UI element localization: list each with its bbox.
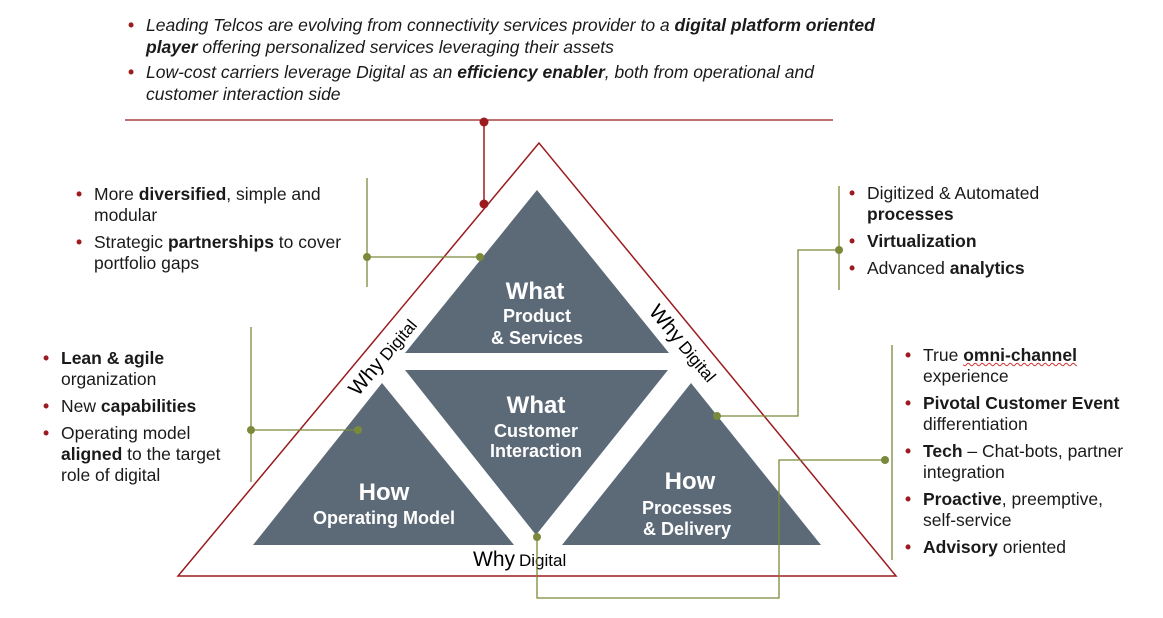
top-apex-dot <box>479 199 489 209</box>
left-top-list: More diversified, simple and modular Str… <box>76 184 366 280</box>
triangle-how-operating <box>253 383 514 545</box>
right-mid-bullet-3: Tech – Chat-bots, partner integration <box>905 441 1135 483</box>
what-customer-title: What <box>507 392 566 419</box>
right-mid-bullet-4: Proactive, preemptive, self-service <box>905 489 1135 531</box>
dot-right-mid-outer <box>881 456 889 464</box>
right-top-list: Digitized & Automated processes Virtuali… <box>849 183 1089 285</box>
dot-right-top-outer <box>835 246 843 254</box>
right-top-bullet-1: Digitized & Automated processes <box>849 183 1089 225</box>
left-mid-list: Lean & agile organization New capabiliti… <box>43 348 248 492</box>
right-mid-list: True omni-channel experience Pivotal Cus… <box>905 345 1135 564</box>
right-mid-bullet-1: True omni-channel experience <box>905 345 1135 387</box>
top-summary: Leading Telcos are evolving from connect… <box>128 14 888 108</box>
what-product-line1: Product <box>503 306 571 326</box>
dot-left-mid-inner <box>354 426 362 434</box>
connector-right-mid <box>536 459 885 599</box>
right-mid-bullet-5: Advisory oriented <box>905 537 1135 558</box>
how-operating-line1: Operating Model <box>313 508 455 528</box>
left-top-bullet-2: Strategic partnerships to cover portfoli… <box>76 232 366 274</box>
top-bullet-2: Low-cost carriers leverage Digital as an… <box>128 61 888 105</box>
right-top-bullet-2: Virtualization <box>849 231 1089 252</box>
connector-right-top <box>717 249 839 417</box>
dot-left-top-inner <box>476 253 484 261</box>
right-mid-bullet-2: Pivotal Customer Event differentiation <box>905 393 1135 435</box>
triangle-what-customer <box>405 370 668 535</box>
top-bullet-1: Leading Telcos are evolving from connect… <box>128 14 888 58</box>
dot-right-mid-inner <box>533 533 541 541</box>
what-customer-line1: Customer <box>494 421 578 441</box>
how-processes-title: How <box>665 468 716 495</box>
left-mid-bullet-1: Lean & agile organization <box>43 348 248 390</box>
how-operating-title: How <box>359 479 410 506</box>
left-mid-bullet-2: New capabilities <box>43 396 248 417</box>
top-rule-dot <box>479 117 489 127</box>
dot-right-top-inner <box>713 412 721 420</box>
left-top-bullet-1: More diversified, simple and modular <box>76 184 366 226</box>
what-customer-line2: Interaction <box>490 441 582 461</box>
how-processes-line2: & Delivery <box>643 519 731 539</box>
triangle-how-processes <box>562 383 821 545</box>
what-product-title: What <box>506 278 565 305</box>
what-product-line2: & Services <box>491 328 583 348</box>
left-mid-bullet-3: Operating model aligned to the target ro… <box>43 423 248 486</box>
dot-left-mid-outer <box>247 426 255 434</box>
right-top-bullet-3: Advanced analytics <box>849 258 1089 279</box>
svg-text:WhyDigital: WhyDigital <box>473 548 566 571</box>
triangle-what-product <box>405 190 669 353</box>
how-processes-line1: Processes <box>642 498 732 518</box>
